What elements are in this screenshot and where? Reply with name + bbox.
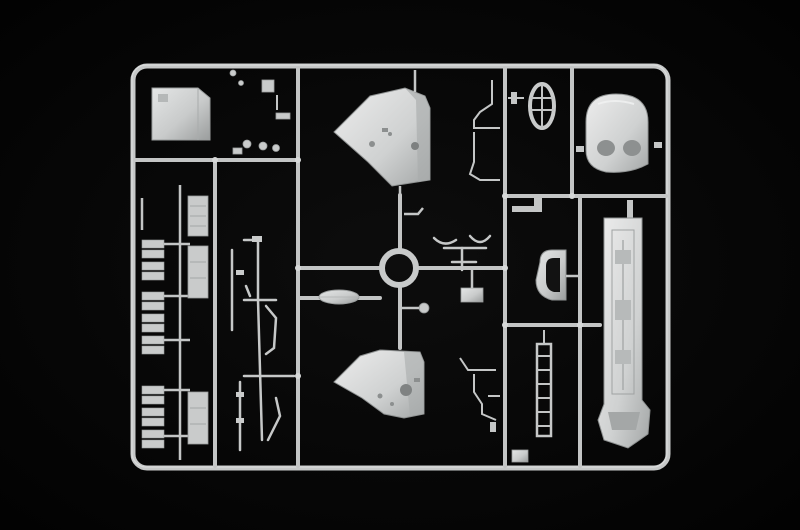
part-upper-shell (333, 87, 431, 187)
part-ladder-right (535, 330, 553, 438)
part-hatch-grate (528, 82, 556, 130)
part-ladder-left-1 (141, 239, 165, 355)
part-lower-shell (333, 349, 425, 419)
part-fork-handle (432, 234, 492, 272)
part-thin-rods-lower (459, 357, 500, 432)
part-upper-connectors (398, 70, 424, 216)
part-left-column-runners (140, 185, 190, 460)
part-left-column-blocks (187, 195, 209, 445)
part-ladder-left-2 (141, 385, 165, 449)
part-knob (400, 302, 430, 314)
sprue-gates (212, 157, 583, 379)
part-small-block (460, 287, 484, 303)
sprue-frame-highlight (131, 64, 668, 468)
part-small-bits-upper (229, 69, 291, 155)
part-long-rod-bits (236, 236, 262, 423)
part-chassis-rail (597, 217, 651, 449)
part-panel-block (151, 87, 211, 141)
part-small-bits-right (512, 142, 662, 222)
part-thin-rods-upper (468, 80, 524, 181)
part-dome (585, 93, 649, 173)
sprue-frame (130, 63, 671, 471)
part-oval-frame (535, 249, 567, 301)
part-oval-sight (318, 289, 360, 305)
part-tab-bottom (511, 449, 529, 463)
central-hub-ring (379, 248, 419, 288)
